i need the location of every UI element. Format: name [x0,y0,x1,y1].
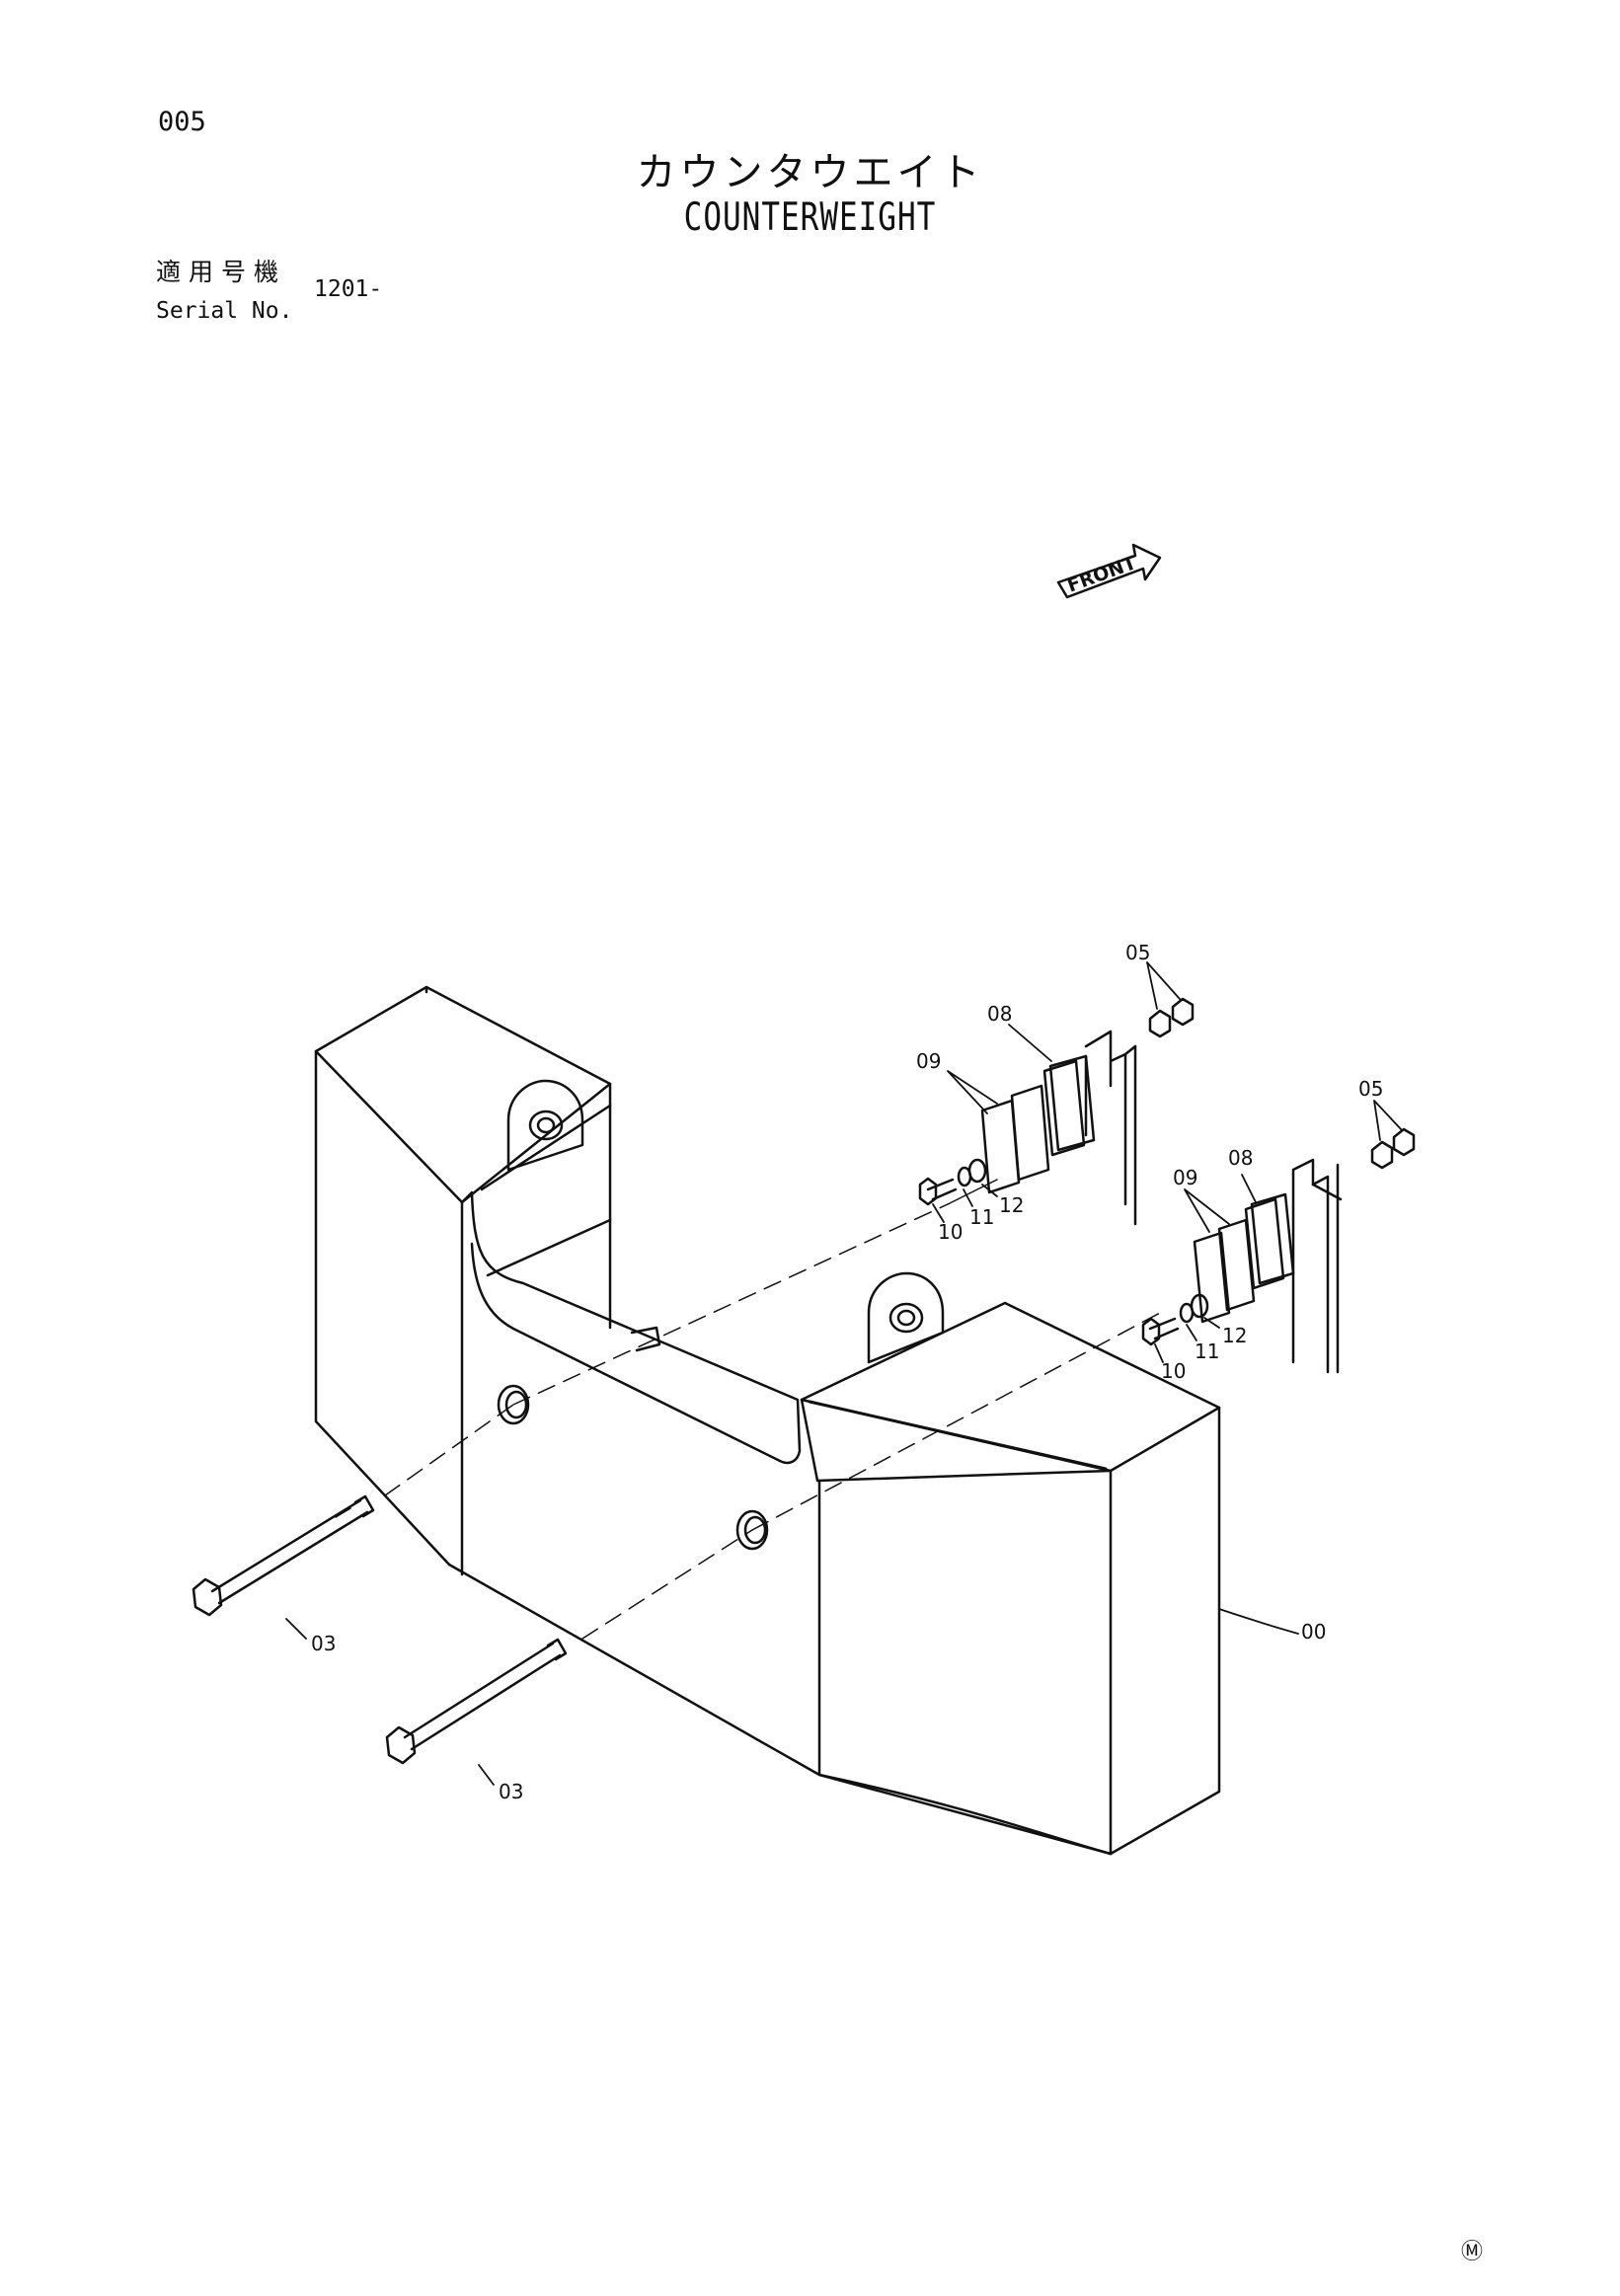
bolt-03-lower [385,1638,568,1765]
page-title-english: COUNTERWEIGHT [683,195,937,240]
callout-12-right: 12 [1222,1324,1247,1347]
serial-label-japanese: 適用号機 [156,258,287,286]
callout-00: 00 [1301,1620,1326,1644]
lifting-lug-left [506,1079,584,1172]
callout-03-upper: 03 [311,1632,336,1655]
front-arrow-icon: FRONT [1056,543,1162,599]
callout-09-right: 09 [1173,1166,1197,1189]
callout-11-right: 11 [1195,1339,1219,1363]
callout-05-right: 05 [1358,1077,1383,1101]
callout-11-upper: 11 [969,1205,994,1229]
callout-09-upper: 09 [916,1049,941,1073]
shim-09-right [1193,1218,1256,1324]
bolt-03-upper [192,1494,375,1617]
serial-number-value: 1201- [314,276,383,302]
washer-12-upper [967,1158,987,1184]
washer-12-right [1190,1293,1209,1319]
page-number: 005 [158,107,206,137]
plate-08-upper [1042,1054,1096,1157]
nut-05-upper [1148,997,1195,1038]
counterweight-body [314,985,1221,1856]
callout-05-upper: 05 [1125,941,1150,964]
callout-03-lower: 03 [499,1780,523,1803]
page-title-japanese: カウンタウエイト [636,150,984,195]
callout-leader-lines [285,961,1403,1786]
callout-labels: 00 03 03 05 05 08 08 09 09 10 10 11 11 1… [311,941,1383,1803]
serial-label-english: Serial No. [156,298,293,324]
bracket-assembly-right [1141,1127,1416,1374]
callout-12-upper: 12 [999,1193,1024,1217]
bolt-10-right [1141,1317,1180,1346]
bracket-assembly-upper [918,997,1195,1226]
bolt-hole-upper [497,1384,530,1425]
front-arrow-label: FRONT [1064,552,1139,597]
assembly-center-lines [384,1179,1161,1640]
callout-08-right: 08 [1228,1146,1253,1170]
corner-mark: Ⓜ [1461,2240,1483,2264]
bolt-10-upper [918,1177,958,1206]
shim-09-upper [980,1084,1050,1194]
bolt-hole-lower [735,1509,769,1551]
plate-08-right [1244,1192,1295,1290]
lifting-lug-right [867,1271,945,1364]
callout-10-upper: 10 [938,1220,963,1244]
callout-08-upper: 08 [987,1002,1012,1026]
nut-05-right [1370,1127,1416,1170]
callout-10-right: 10 [1161,1359,1186,1383]
